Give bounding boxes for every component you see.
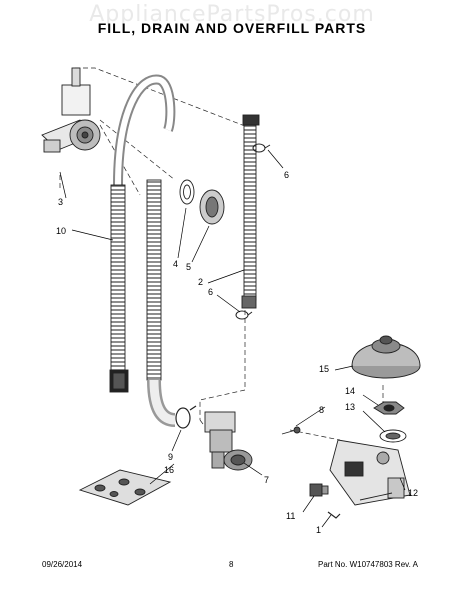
- screw: [281, 426, 301, 435]
- callout-4: 4: [173, 259, 178, 269]
- callout-14: 14: [345, 386, 355, 396]
- callout-6-top: 6: [284, 170, 289, 180]
- callout-2: 2: [198, 277, 203, 287]
- callout-12: 12: [408, 488, 418, 498]
- callout-8: 8: [319, 405, 324, 415]
- fill-hose-clamp-bottom: [235, 310, 253, 320]
- drain-hose-right: [146, 179, 176, 427]
- footer-date: 09/26/2014: [42, 560, 83, 569]
- callouts: 3 10 4 5 2 6 6 9 16 7 8 14 13 15 12 11 1: [56, 170, 418, 535]
- water-inlet-valve: [204, 411, 253, 471]
- callout-11: 11: [286, 511, 295, 521]
- drain-hose: [109, 74, 176, 393]
- switch: [309, 483, 329, 497]
- sump-plate: [78, 469, 172, 506]
- footer-part-number: Part No. W10747803 Rev. A: [318, 560, 418, 569]
- gasket: [179, 179, 195, 205]
- fill-hose: [241, 114, 260, 309]
- hose-clamp: [175, 405, 197, 429]
- callout-1: 1: [316, 525, 321, 535]
- callout-10: 10: [56, 226, 66, 236]
- callout-5: 5: [186, 262, 191, 272]
- callout-3: 3: [58, 197, 63, 207]
- float-cap: [351, 335, 421, 379]
- leader-lines: [59, 149, 406, 528]
- callout-6-bottom: 6: [208, 287, 213, 297]
- wire-clip: [327, 511, 341, 519]
- watermark: AppliancePartsPros.com: [89, 2, 375, 27]
- callout-9: 9: [168, 452, 173, 462]
- callout-16: 16: [164, 465, 174, 475]
- float-seal-ring: [379, 429, 407, 443]
- callout-13: 13: [345, 402, 355, 412]
- page-title: FILL, DRAIN AND OVERFILL PARTS: [97, 20, 367, 36]
- footer-page-number: 8: [229, 560, 234, 569]
- drain-nut: [199, 189, 225, 225]
- overfill-switch-assembly: [329, 439, 411, 506]
- assembly-lines: [59, 67, 384, 441]
- callout-7: 7: [264, 475, 269, 485]
- float-nut: [373, 401, 405, 415]
- callout-15: 15: [319, 364, 329, 374]
- overfill-bracket-assembly: [41, 67, 101, 153]
- fill-hose-clamp-top: [252, 143, 271, 153]
